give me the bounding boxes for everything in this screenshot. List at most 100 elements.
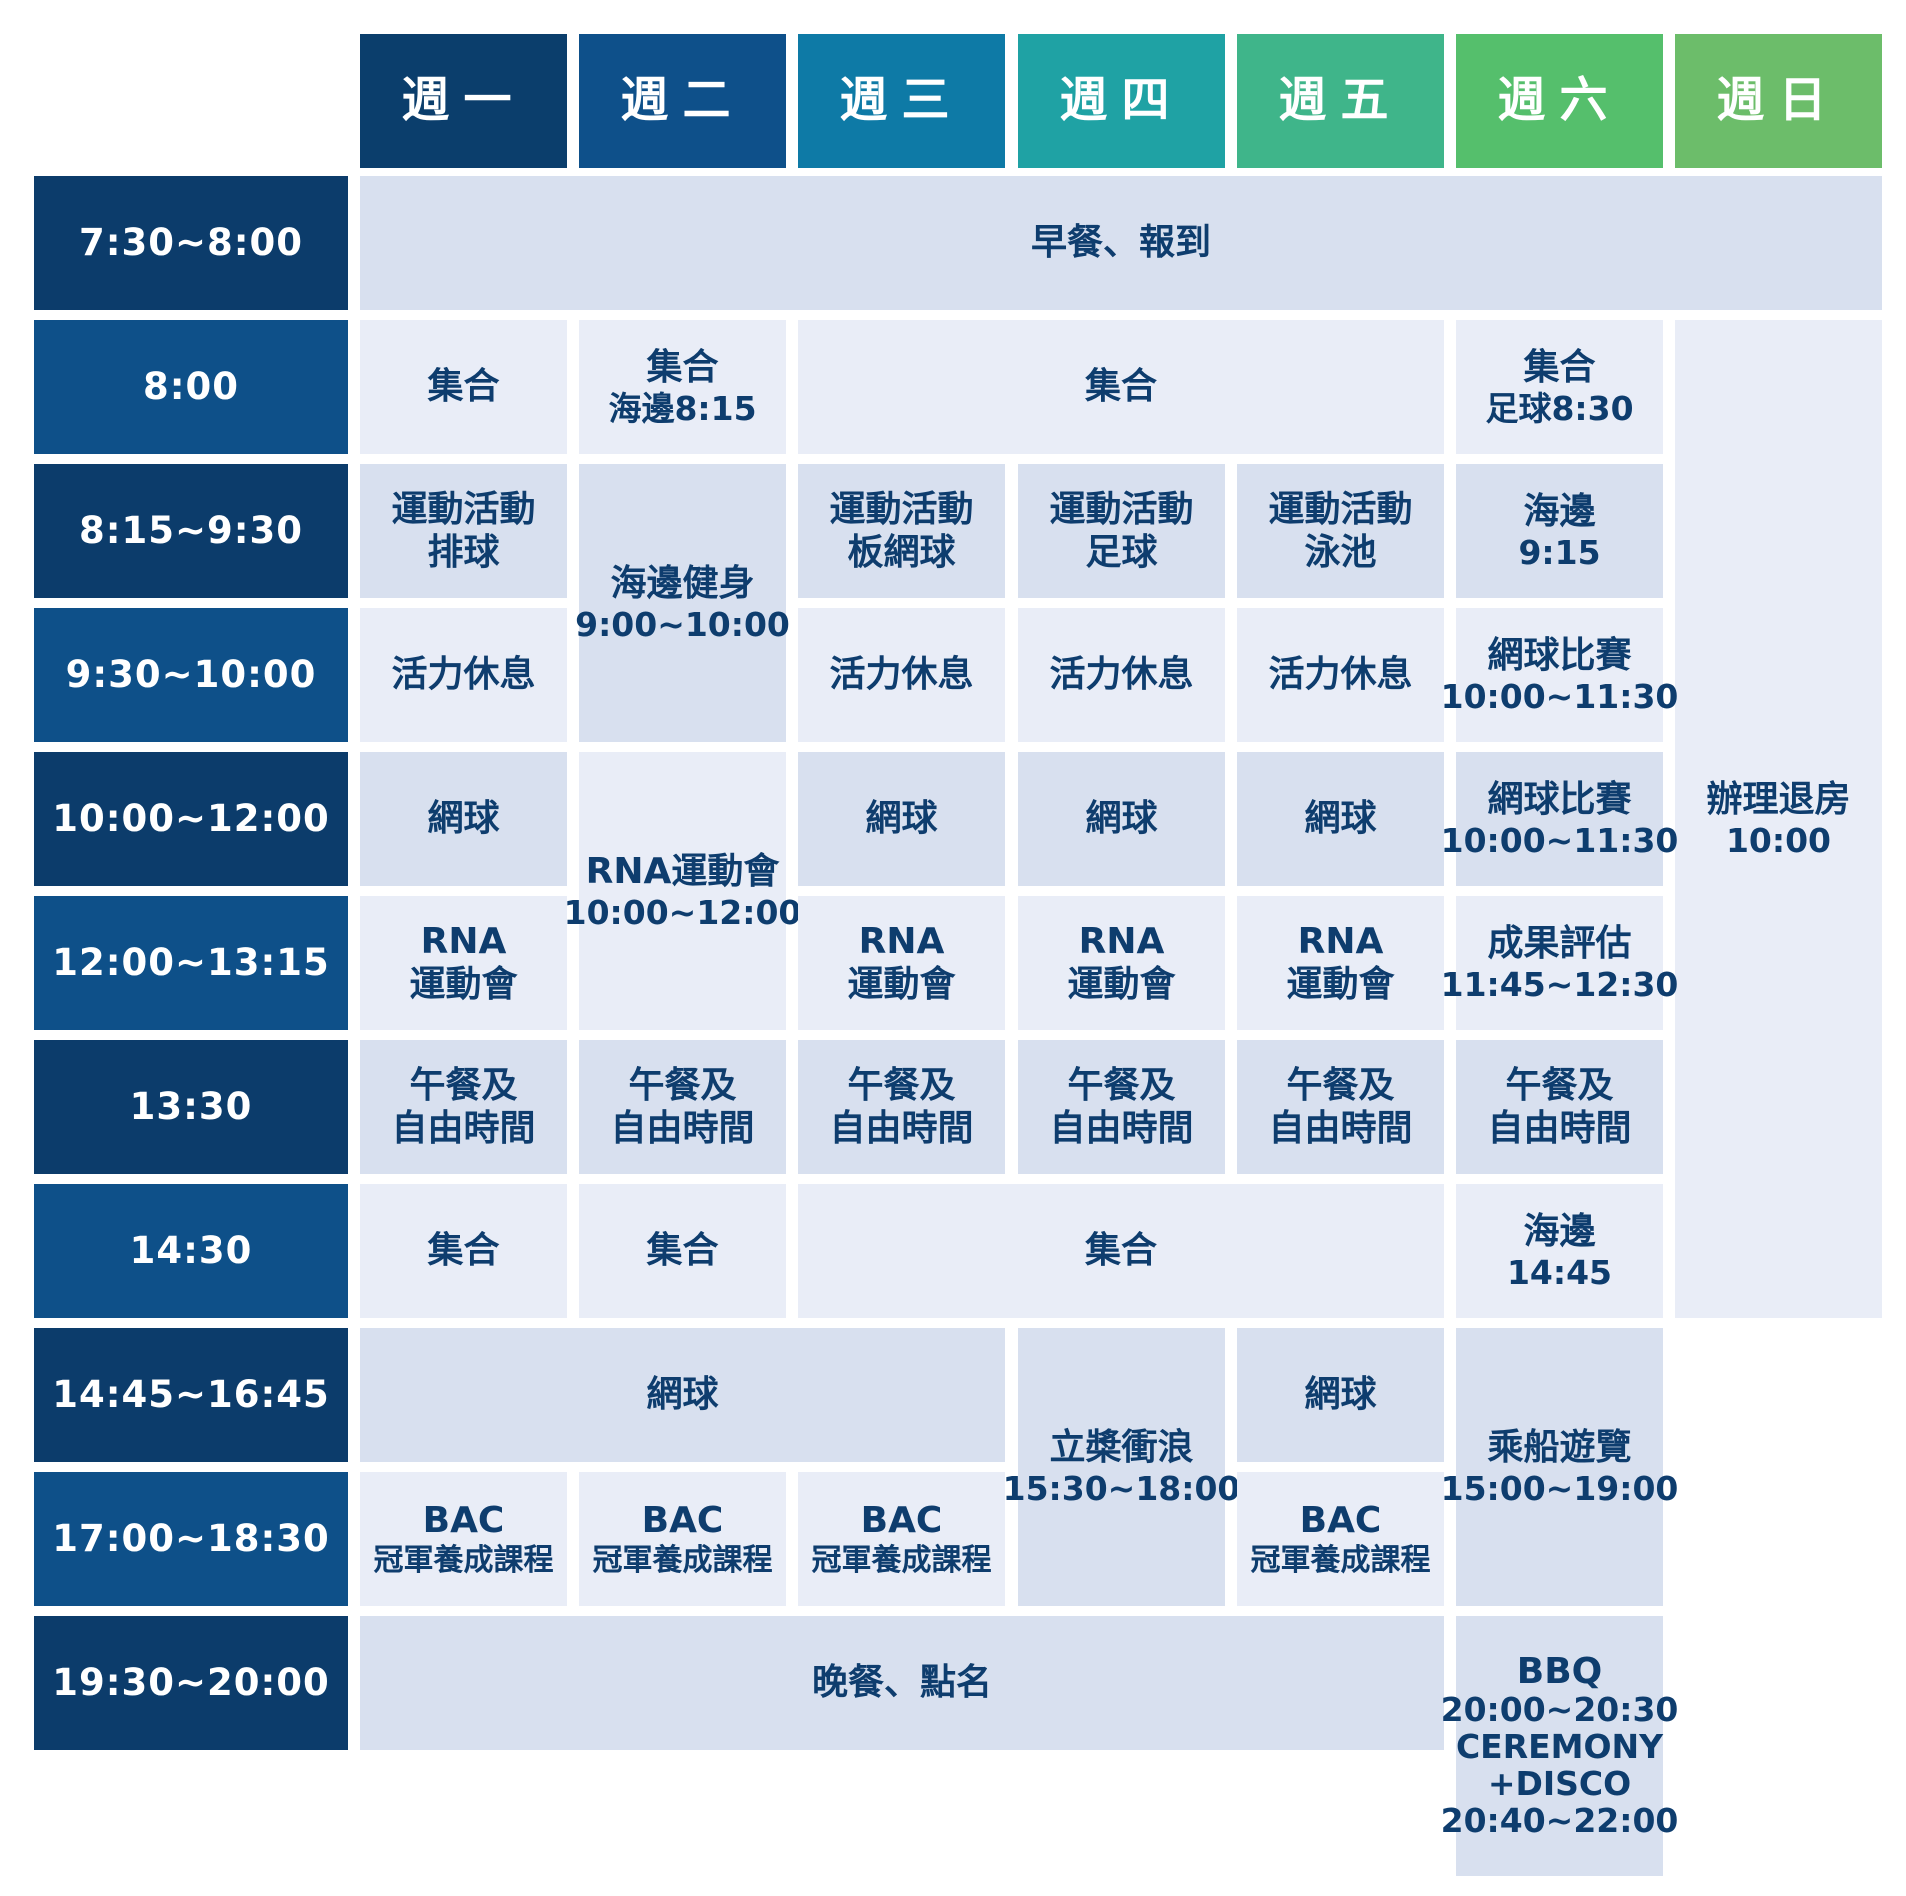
- day-header-mon: 週一: [360, 34, 567, 168]
- event-sublabel: 海邊8:15: [608, 388, 757, 428]
- event-sublabel: 自由時間: [1049, 1108, 1194, 1149]
- day-label: 週日: [1716, 72, 1841, 129]
- event-sublabel: 10:00~12:00: [563, 892, 802, 932]
- event-sublabel: 板網球: [847, 532, 956, 573]
- event-label: 集合: [646, 1230, 719, 1272]
- event-label: RNA: [1078, 920, 1165, 962]
- event-label: 午餐及: [409, 1064, 518, 1106]
- event-gather-wed-fri: 集合: [798, 320, 1444, 454]
- event-sublabel: 9:00~10:00: [575, 604, 790, 644]
- event-breakfast: 早餐、報到: [360, 176, 1882, 310]
- event-label: 網球: [646, 1374, 719, 1416]
- time-slot-1430: 14:30: [34, 1184, 348, 1318]
- event-sublabel: 冠軍養成課程: [373, 1542, 554, 1578]
- event-lunch-mon: 午餐及自由時間: [360, 1040, 567, 1174]
- event-label: 網球比賽: [1487, 778, 1632, 820]
- event-sublabel: 運動會: [1286, 964, 1395, 1005]
- event-label: 成果評估: [1487, 922, 1632, 964]
- time-slot-0930: 9:30~10:00: [34, 608, 348, 742]
- day-label: 週五: [1278, 72, 1403, 129]
- event-label: 午餐及: [1286, 1064, 1395, 1106]
- event-label: 集合: [427, 1230, 500, 1272]
- event-sublabel: 足球: [1085, 532, 1158, 573]
- event-label: 活力休息: [1049, 654, 1194, 696]
- event-sublabel: 15:30~18:00: [1002, 1468, 1241, 1508]
- day-header-fri: 週五: [1237, 34, 1444, 168]
- time-slot-0815: 8:15~9:30: [34, 464, 348, 598]
- event-label: 乘船遊覽: [1487, 1426, 1632, 1468]
- event-dinner: 晚餐、點名: [360, 1616, 1444, 1750]
- day-label: 週一: [401, 72, 526, 129]
- event-label: 午餐及: [628, 1064, 737, 1106]
- time-slot-1330: 13:30: [34, 1040, 348, 1174]
- event-rest-mon: 活力休息: [360, 608, 567, 742]
- event-lunch-wed: 午餐及自由時間: [798, 1040, 1005, 1174]
- event-sublabel: 11:45~12:30: [1440, 964, 1679, 1004]
- time-slot-1700: 17:00~18:30: [34, 1472, 348, 1606]
- day-header-sun: 週日: [1675, 34, 1882, 168]
- event-label: 集合: [1084, 366, 1157, 408]
- event-label: 集合: [1084, 1230, 1157, 1272]
- event-sublabel: 冠軍養成課程: [811, 1542, 992, 1578]
- day-label: 週六: [1497, 72, 1622, 129]
- event-lunch-fri: 午餐及自由時間: [1237, 1040, 1444, 1174]
- event-label: 運動活動: [391, 488, 536, 530]
- event-label: RNA運動會: [585, 850, 780, 892]
- event-sport-fri: 運動活動泳池: [1237, 464, 1444, 598]
- time-label: 14:30: [129, 1228, 253, 1272]
- event-sublabel: 20:00~20:30: [1440, 1690, 1679, 1730]
- event-label: 立槳衝浪: [1049, 1426, 1194, 1468]
- event-sublabel: +DISCO: [1487, 1764, 1632, 1804]
- event-gather-sat: 集合足球8:30: [1456, 320, 1663, 454]
- event-label: 運動活動: [829, 488, 974, 530]
- event-sublabel: 自由時間: [1268, 1108, 1413, 1149]
- event-sublabel: 運動會: [1067, 964, 1176, 1005]
- event-label: 網球: [1085, 798, 1158, 840]
- event-label: 網球: [427, 798, 500, 840]
- event-rest-thu: 活力休息: [1018, 608, 1225, 742]
- day-header-thu: 週四: [1018, 34, 1225, 168]
- event-label: 海邊: [1523, 1210, 1596, 1252]
- event-label: 網球: [865, 798, 938, 840]
- event-label: 集合: [646, 346, 719, 388]
- day-header-sat: 週六: [1456, 34, 1663, 168]
- event-label: RNA: [420, 920, 507, 962]
- event-sublabel: 10:00~11:30: [1440, 820, 1679, 860]
- time-label: 13:30: [129, 1084, 253, 1128]
- time-label: 14:45~16:45: [52, 1372, 330, 1416]
- event-label: 運動活動: [1268, 488, 1413, 530]
- event-sport-mon: 運動活動排球: [360, 464, 567, 598]
- event-label: RNA: [858, 920, 945, 962]
- event-lunch-sat: 午餐及自由時間: [1456, 1040, 1663, 1174]
- event-label: BAC: [641, 1500, 724, 1542]
- event-label: RNA: [1297, 920, 1384, 962]
- event-label: 午餐及: [1067, 1064, 1176, 1106]
- time-label: 19:30~20:00: [52, 1660, 330, 1704]
- time-slot-1445: 14:45~16:45: [34, 1328, 348, 1462]
- event-sublabel: 足球8:30: [1485, 388, 1634, 428]
- time-slot-0730: 7:30~8:00: [34, 176, 348, 310]
- day-header-wed: 週三: [798, 34, 1005, 168]
- event-sublabel: 運動會: [847, 964, 956, 1005]
- event-sublabel: 15:00~19:00: [1440, 1468, 1679, 1508]
- day-label: 週三: [839, 72, 964, 129]
- event-label: 集合: [427, 366, 500, 408]
- event-sublabel: 10:00: [1725, 820, 1832, 860]
- event-label: 運動活動: [1049, 488, 1194, 530]
